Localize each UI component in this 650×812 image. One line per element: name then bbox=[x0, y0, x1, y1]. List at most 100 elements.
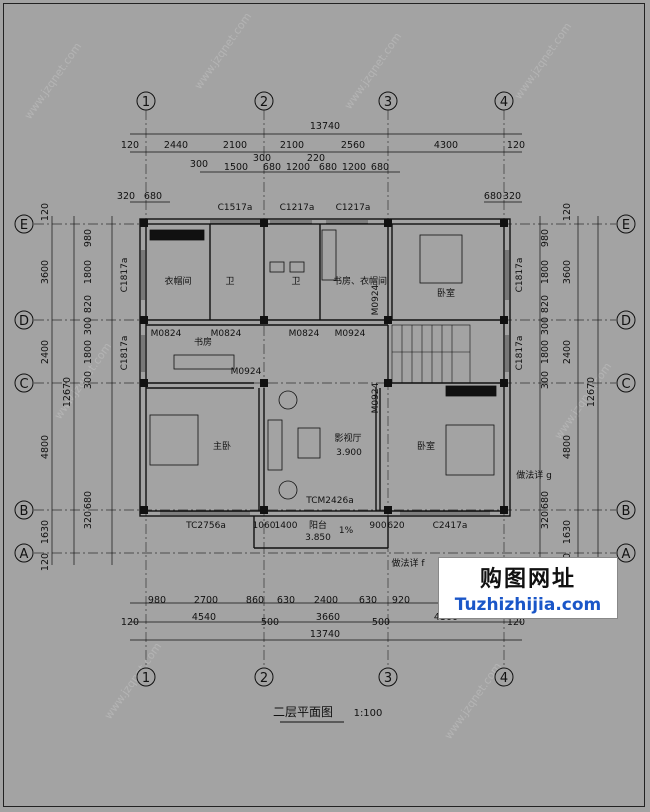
axis-col-2-top: 2 bbox=[260, 95, 268, 110]
window-label: C1217a bbox=[336, 203, 371, 213]
axis-row-e-left: E bbox=[20, 218, 28, 233]
dim-bot-2: 2700 bbox=[194, 595, 218, 606]
door-label: M0824 bbox=[289, 329, 320, 339]
dim-bot2-4: 3660 bbox=[316, 612, 340, 623]
dim-left-4: 4800 bbox=[40, 435, 51, 459]
furniture bbox=[149, 229, 497, 500]
dim-top-6: 4300 bbox=[434, 140, 458, 151]
dim-left-3: 2400 bbox=[40, 340, 51, 364]
dim-left-6: 120 bbox=[40, 553, 51, 571]
room-wc2: 卫 bbox=[291, 277, 300, 287]
coffee-table bbox=[297, 427, 321, 459]
room-slope: 1% bbox=[339, 526, 354, 536]
dim-top2-3: 300 bbox=[253, 153, 271, 164]
dim-bot-6: 630 bbox=[359, 595, 377, 606]
dim-top-5: 2560 bbox=[341, 140, 365, 151]
window-label: C1817a bbox=[515, 258, 525, 293]
note-detail-f: 做法详 f bbox=[391, 557, 425, 569]
dim-top-4: 2100 bbox=[280, 140, 304, 151]
logo-en: Tuzhizhijia.com bbox=[454, 595, 602, 615]
room-bedroom-ne: 卧室 bbox=[437, 287, 455, 299]
dim-bot-7: 920 bbox=[392, 595, 410, 606]
structural-columns bbox=[140, 219, 508, 514]
axis-row-a-left: A bbox=[20, 547, 29, 562]
room-study: 书房 bbox=[194, 336, 212, 348]
dim-top2-2: 1500 bbox=[224, 162, 248, 173]
dim-right-in-6: 300 bbox=[540, 371, 551, 389]
dim-right-in-8: 320 bbox=[540, 511, 551, 529]
study-desk bbox=[173, 354, 235, 370]
dimension-lines bbox=[51, 133, 599, 641]
top-dimensions: 13740 120 2440 2100 2100 2560 4300 120 3… bbox=[117, 121, 525, 202]
window-labels: C1517a C1217a C1217a C1817a C1817a C1817… bbox=[120, 203, 525, 531]
wardrobe bbox=[149, 229, 205, 241]
dim-bot-total: 13740 bbox=[310, 629, 340, 640]
window-label: C1817a bbox=[120, 258, 130, 293]
dim-top3-1: 320 bbox=[117, 191, 135, 202]
watermark-text: www.jzqnet.com bbox=[192, 10, 254, 91]
logo-cn: 购图网址 bbox=[479, 567, 576, 592]
armchair bbox=[278, 480, 298, 500]
dim-left-in-8: 320 bbox=[83, 511, 94, 529]
window-label: C2417a bbox=[433, 521, 468, 531]
door-label: M0924 bbox=[371, 284, 381, 315]
axis-col-3-bottom: 3 bbox=[384, 671, 392, 686]
axis-col-2-bottom: 2 bbox=[260, 671, 268, 686]
dim-right-in-1: 980 bbox=[540, 229, 551, 247]
wc-fixture bbox=[289, 261, 305, 273]
dim-top3-3: 680 bbox=[484, 191, 502, 202]
dim-left-1: 120 bbox=[40, 203, 51, 221]
room-bedroom-e: 卧室 bbox=[417, 440, 435, 452]
axis-col-1-bottom: 1 bbox=[142, 671, 150, 686]
ne-bed bbox=[419, 234, 463, 284]
room-master: 主卧 bbox=[213, 440, 231, 452]
window-label: TCM2426a bbox=[305, 496, 353, 506]
dim-900: 900 bbox=[369, 521, 386, 531]
site-logo: 购图网址 Tuzhizhijia.com bbox=[438, 557, 618, 619]
dim-top2-5: 1200 bbox=[286, 162, 310, 173]
dim-left-in-3: 820 bbox=[83, 295, 94, 313]
axis-row-c-left: C bbox=[19, 377, 28, 392]
dim-top2-9: 680 bbox=[371, 162, 389, 173]
axis-row-b-left: B bbox=[20, 504, 29, 519]
armchair bbox=[278, 390, 298, 410]
bedroom-bed bbox=[445, 424, 495, 476]
dim-right-in-5: 1800 bbox=[540, 340, 551, 364]
dim-top3-4: 320 bbox=[503, 191, 521, 202]
left-dimensions: 120 3600 2400 4800 1630 120 12670 980 18… bbox=[40, 203, 94, 571]
axis-row-e-right: E bbox=[622, 218, 630, 233]
dim-right-3: 2400 bbox=[562, 340, 573, 364]
watermark-text: www.jzqnet.com bbox=[552, 360, 614, 441]
room-family-level: 3.900 bbox=[336, 448, 362, 458]
dim-right-4: 4800 bbox=[562, 435, 573, 459]
axis-row-d-right: D bbox=[621, 314, 631, 329]
window-label: C1517a bbox=[218, 203, 253, 213]
staircase bbox=[391, 324, 471, 384]
wardrobe bbox=[445, 385, 497, 397]
axis-labels: 1 2 3 4 1 2 3 4 E D C B A E D C B A bbox=[19, 95, 631, 686]
window-label: TC2756a bbox=[185, 521, 226, 531]
room-balcony: 阳台 bbox=[309, 519, 327, 531]
door-label: M0924 bbox=[335, 329, 366, 339]
dim-top2-7: 680 bbox=[319, 162, 337, 173]
window-label: C1217a bbox=[280, 203, 315, 213]
drawing-frame bbox=[3, 3, 645, 807]
dim-bot2-7: 120 bbox=[507, 617, 525, 628]
room-labels: 衣帽间 卫 卫 书房、衣帽间 卧室 书房 主卧 影视厅 3.900 卧室 阳台 … bbox=[164, 275, 455, 543]
dim-bot2-1: 120 bbox=[121, 617, 139, 628]
study-shelf bbox=[321, 229, 337, 281]
dim-right-in-3: 820 bbox=[540, 295, 551, 313]
dim-top-7: 120 bbox=[507, 140, 525, 151]
axis-row-b-right: B bbox=[622, 504, 631, 519]
dim-right-total: 12670 bbox=[586, 377, 597, 407]
drawing-title-group: 二层平面图 1:100 bbox=[273, 705, 382, 723]
dim-1400: 1400 bbox=[275, 521, 298, 531]
dim-right-1: 120 bbox=[562, 203, 573, 221]
dim-left-in-6: 300 bbox=[83, 371, 94, 389]
wc-fixture bbox=[269, 261, 285, 273]
dim-top-3: 2100 bbox=[223, 140, 247, 151]
dim-1060: 1060 bbox=[253, 521, 276, 531]
dim-620: 620 bbox=[387, 521, 404, 531]
dim-top3-2: 680 bbox=[144, 191, 162, 202]
